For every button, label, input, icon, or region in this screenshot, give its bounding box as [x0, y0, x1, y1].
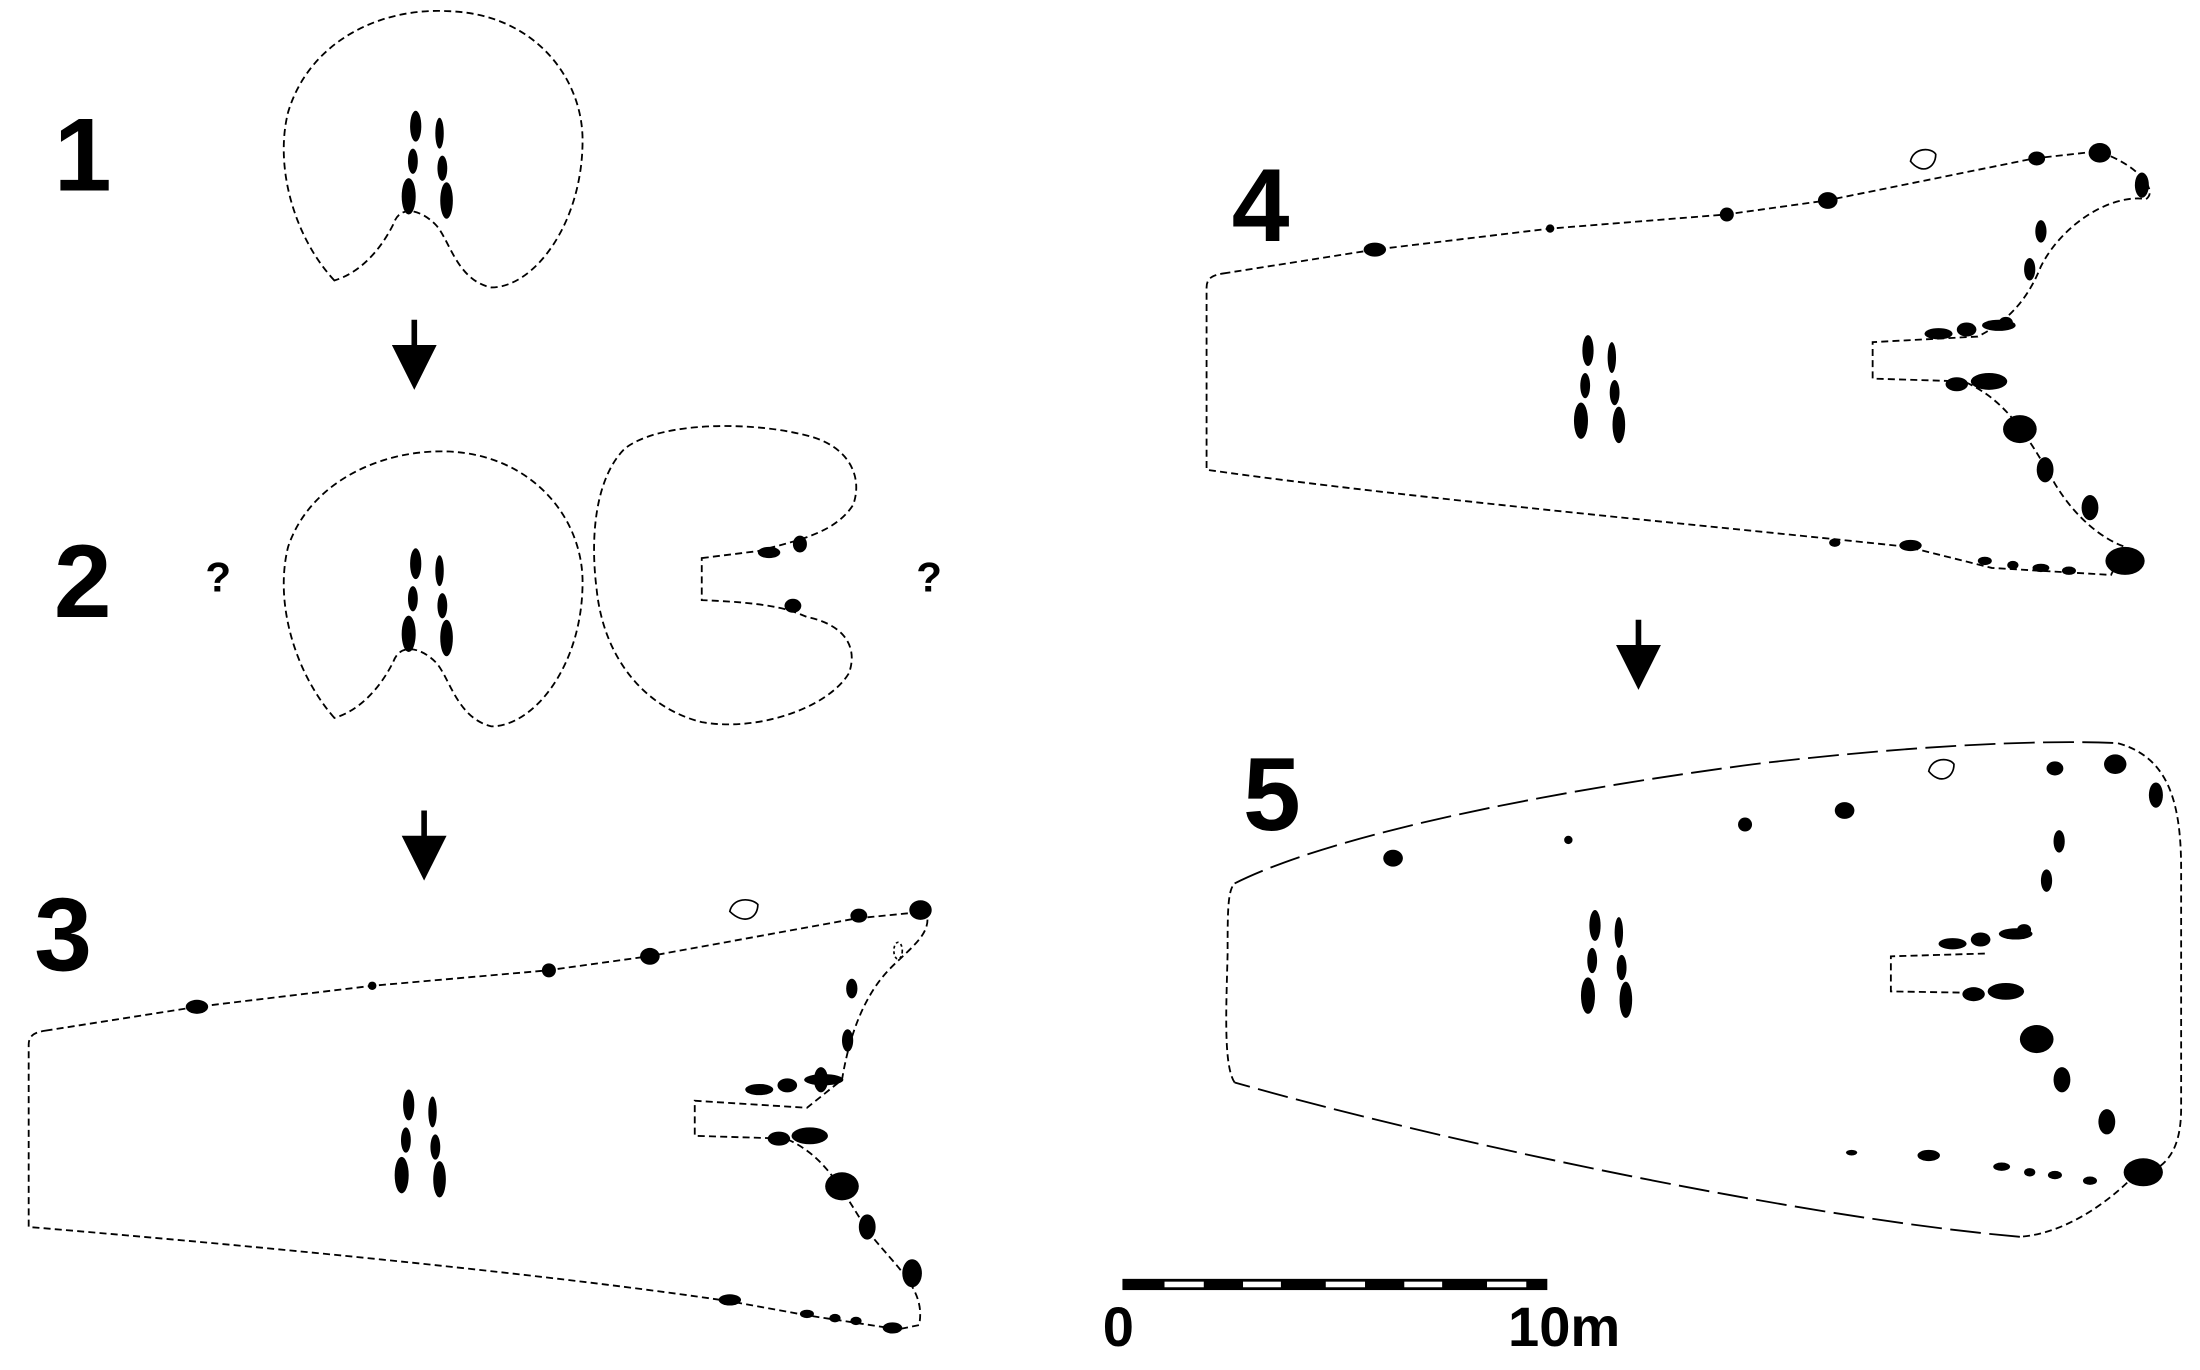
phase-3-missing-stone — [893, 941, 904, 960]
phase-1-mound-outline — [282, 9, 584, 289]
scale-bar: 0 10m — [1103, 1278, 1620, 1358]
phase-4-label: 4 — [1232, 147, 1290, 263]
phase-2-chamber-stones — [401, 548, 453, 657]
scale-bar-start-label: 0 — [1103, 1295, 1134, 1358]
phase-2-label: 2 — [54, 523, 112, 639]
phase-3-label: 3 — [34, 876, 92, 992]
phase-1-chamber-stones — [401, 110, 453, 219]
phase-5-mound-outline-long-dash — [1234, 741, 2119, 885]
phase-2-west-mound-outline — [282, 450, 584, 728]
phase-5-chamber-stones — [1580, 910, 1633, 1019]
phase-3-stones — [185, 900, 932, 1334]
phase-4-plan: 4 — [1205, 143, 2151, 576]
phase-3-plan: 3 — [27, 876, 932, 1334]
phase-5-mound-outline-south — [1234, 1081, 2020, 1238]
phase-2-plan: 2 ? ? — [54, 425, 942, 728]
scale-bar-end-label: 10m — [1508, 1295, 1620, 1358]
phase-5-stones — [1383, 754, 2163, 1187]
phase-3-hollow-stone — [728, 899, 759, 920]
phase-2-uncertain-left: ? — [205, 554, 231, 601]
phase-5-hollow-stone — [1927, 758, 1955, 780]
phase-5-label: 5 — [1243, 736, 1301, 852]
phase-3-chamber-stones — [394, 1089, 446, 1198]
scale-bar-segment — [1164, 1281, 1204, 1288]
phase-4-stones — [1363, 143, 2149, 575]
scale-bar-segment — [1243, 1281, 1281, 1288]
phase-4-hollow-stone — [1909, 148, 1937, 170]
phase-2-facade-stone — [792, 535, 807, 553]
phase-2-uncertain-right: ? — [916, 554, 942, 601]
phase-3-long-mound-outline — [27, 910, 929, 1331]
scale-bar-segment — [1487, 1281, 1527, 1288]
phase-2-facade-stone — [784, 598, 802, 613]
scale-bar-segment — [1404, 1281, 1443, 1288]
phase-2-facade-stone — [757, 546, 781, 559]
phase-5-plan: 5 — [1225, 736, 2183, 1238]
phase-5-forecourt-notch — [1889, 952, 1985, 994]
phase-1-label: 1 — [54, 97, 112, 213]
phase-2-east-mound-outline — [593, 425, 858, 726]
phase-4-chamber-stones — [1573, 335, 1626, 444]
scale-bar-segment — [1325, 1281, 1366, 1288]
phase-5-mound-outline-west — [1225, 882, 1236, 1084]
phase-1-plan: 1 — [54, 9, 584, 289]
phase-4-long-mound-outline — [1205, 150, 2151, 576]
